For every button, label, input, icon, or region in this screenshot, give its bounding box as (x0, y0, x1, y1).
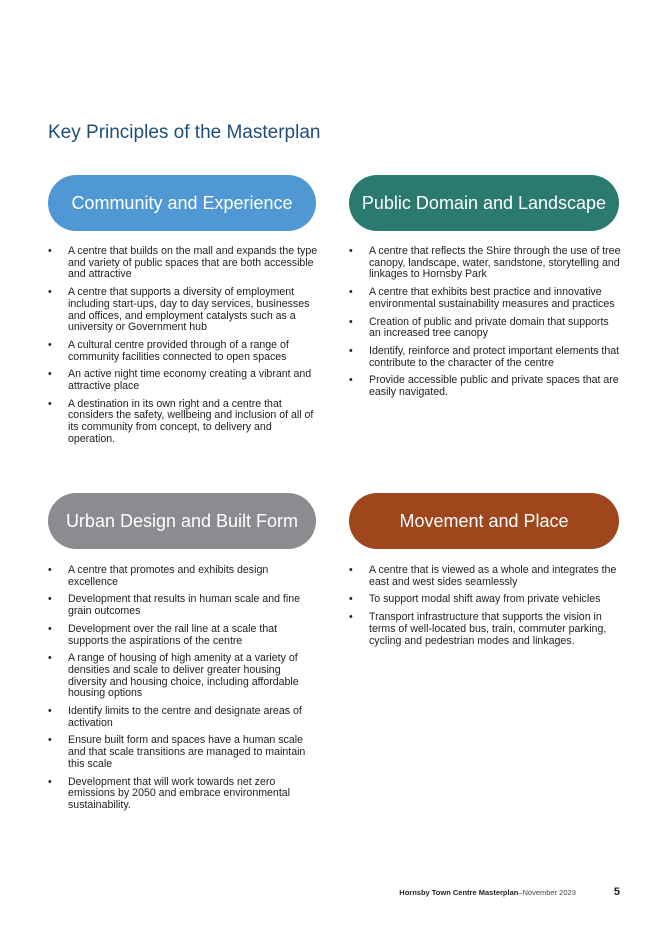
principle-text: An active night time economy creating a … (68, 368, 312, 393)
list-item: • A centre that exhibits best practice an… (349, 286, 621, 310)
principle-text: A centre that supports a diversity of em… (68, 286, 310, 334)
heading-community-and-experience: Community and Experience (48, 175, 316, 231)
principle-text: Development that results in human scale … (68, 593, 301, 618)
list-item: • An active night time economy creating a… (48, 369, 320, 392)
bullet-icon: • (48, 775, 52, 788)
list-item: • A centre that is viewed as a whole and … (349, 564, 621, 588)
bullet-icon: • (48, 564, 52, 576)
bullet-icon: • (48, 286, 52, 299)
bullet-icon: • (349, 315, 353, 328)
list-item: • Creation of public and private domain t… (349, 315, 621, 340)
footer-separator: – (518, 888, 523, 897)
bullet-icon: • (349, 286, 353, 299)
list-item: • Transport infrastructure that supports … (349, 611, 621, 647)
footer-date: November 2023 (522, 888, 576, 897)
footer-document-title: Hornsby Town Centre Masterplan (399, 888, 519, 897)
bullet-icon: • (48, 245, 52, 257)
bullet-icon: • (349, 611, 353, 624)
list-item: • A destination in its own right and a ce… (48, 397, 320, 446)
list-item: • Identify, reinforce and protect importa… (349, 344, 621, 369)
list-item: • A centre that builds on the mall and ex… (48, 245, 320, 281)
bullet-icon: • (349, 593, 353, 606)
list-item: • Ensure built form and spaces have a hum… (48, 735, 320, 770)
principle-text: A centre that is viewed as a whole and i… (369, 564, 617, 588)
list-item: • Development that will work towards net … (48, 775, 320, 812)
principle-text: Identify, reinforce and protect importan… (369, 344, 620, 369)
principle-text: Creation of public and private domain th… (369, 315, 609, 340)
bullet-icon: • (48, 338, 52, 351)
list-item: • Development over the rail line at a sca… (48, 622, 320, 647)
public-domain-principles-list: • A centre that reflects the Shire throug… (349, 245, 621, 405)
bullet-icon: • (48, 397, 52, 410)
principle-text: Provide accessible public and private sp… (369, 374, 619, 399)
list-item: • To support modal shift away from privat… (349, 594, 621, 606)
page-number: 5 (613, 886, 620, 898)
list-item: • A centre that reflects the Shire throug… (349, 245, 621, 281)
principle-text: Identify limits to the centre and design… (68, 705, 302, 729)
bullet-icon: • (349, 564, 353, 576)
principle-text: A centre that reflects the Shire through… (369, 245, 621, 281)
bullet-icon: • (48, 734, 52, 747)
list-item: • Provide accessible public and private s… (349, 375, 621, 398)
heading-urban-design-and-built-form: Urban Design and Built Form (48, 493, 316, 549)
bullet-icon: • (48, 652, 52, 665)
list-item: • A centre that promotes and exhibits des… (48, 564, 320, 588)
principle-text: Ensure built form and spaces have a huma… (68, 734, 306, 770)
bullet-icon: • (48, 622, 52, 635)
bullet-icon: • (48, 705, 52, 718)
bullet-icon: • (349, 374, 353, 387)
principle-text: Development that will work towards net z… (68, 775, 291, 811)
list-item: • A range of housing of high amenity at a… (48, 652, 320, 700)
movement-principles-list: • A centre that is viewed as a whole and … (349, 564, 621, 653)
list-item: • A cultural centre provided through of a… (48, 338, 320, 363)
bullet-icon: • (48, 368, 52, 381)
principle-text: Transport infrastructure that supports t… (369, 611, 607, 647)
principle-text: A centre that promotes and exhibits desi… (68, 564, 269, 588)
principle-text: Development over the rail line at a scal… (68, 622, 278, 647)
principle-text: A range of housing of high amenity at a … (68, 652, 299, 700)
page-title: Key Principles of the Masterplan (48, 122, 321, 143)
principle-text: A centre that builds on the mall and exp… (68, 245, 318, 281)
principle-text: A cultural centre provided through of a … (68, 338, 289, 363)
page-footer: Hornsby Town Centre Masterplan – Novembe… (380, 886, 620, 898)
principle-text: To support modal shift away from private… (369, 593, 601, 606)
heading-movement-and-place: Movement and Place (349, 493, 619, 549)
list-item: • A centre that supports a diversity of e… (48, 286, 320, 334)
heading-public-domain-and-landscape: Public Domain and Landscape (349, 175, 619, 231)
list-item: • Development that results in human scale… (48, 594, 320, 617)
principle-text: A centre that exhibits best practice and… (369, 286, 615, 310)
list-item: • Identify limits to the centre and desig… (48, 705, 320, 729)
bullet-icon: • (349, 245, 353, 257)
community-principles-list: • A centre that builds on the mall and ex… (48, 245, 320, 452)
urban-design-principles-list: • A centre that promotes and exhibits des… (48, 564, 320, 818)
bullet-icon: • (349, 344, 353, 357)
principle-text: A destination in its own right and a cen… (68, 397, 314, 445)
bullet-icon: • (48, 593, 52, 606)
